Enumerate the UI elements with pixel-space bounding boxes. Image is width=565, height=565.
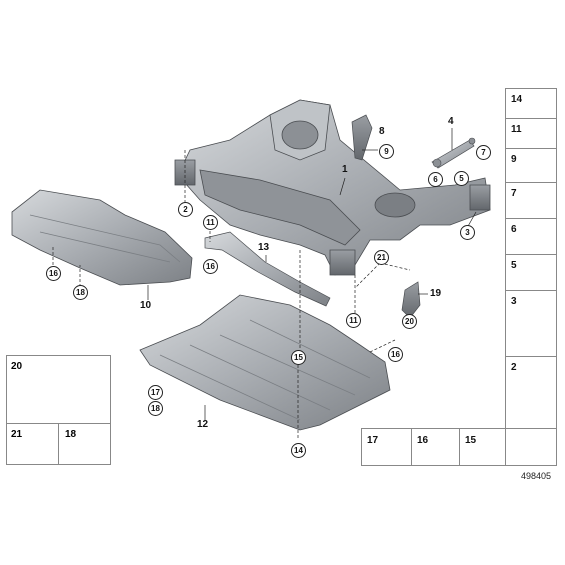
callout-13: 13 xyxy=(258,242,270,253)
right-panel-cell: 3 xyxy=(506,291,556,357)
callout-1: 1 xyxy=(342,164,348,175)
right-panel-cell: 14 xyxy=(506,89,556,119)
left-panel-top-cell: 20 xyxy=(7,356,110,424)
right-panel-cell: 2 xyxy=(506,357,556,433)
callout-19: 19 xyxy=(430,288,442,299)
callout-14: 14 xyxy=(291,443,306,458)
left-panel-bottom-right-cell: 18 xyxy=(59,424,110,464)
callout-9: 9 xyxy=(379,144,394,159)
right-panel-cell: 6 xyxy=(506,219,556,255)
left-panel-bottom-left-cell: 21 xyxy=(7,424,59,464)
diagram-code: 498405 xyxy=(520,471,551,481)
callout-11-upper: 11 xyxy=(203,215,218,230)
part-number-label: 20 xyxy=(11,361,23,372)
callout-16-center: 16 xyxy=(203,259,218,274)
callout-4: 4 xyxy=(448,116,454,127)
part-number-label: 18 xyxy=(65,429,77,440)
part-number-label: 15 xyxy=(465,435,477,446)
part-number-label: 7 xyxy=(511,188,517,199)
callout-3: 3 xyxy=(460,225,475,240)
subframe-part xyxy=(174,99,491,276)
part-number-label: 6 xyxy=(511,224,517,235)
part-number-label: 17 xyxy=(367,435,379,446)
part-number-label: 21 xyxy=(11,429,23,440)
callout-12: 12 xyxy=(197,419,209,430)
callout-21: 21 xyxy=(374,250,389,265)
callout-15: 15 xyxy=(291,350,306,365)
callout-11-lower: 11 xyxy=(346,313,361,328)
callout-18-center: 18 xyxy=(148,401,163,416)
right-panel-cell: 7 xyxy=(506,183,556,219)
callout-2: 2 xyxy=(178,202,193,217)
callout-18-left: 18 xyxy=(73,285,88,300)
right-panel-cell: 11 xyxy=(506,119,556,149)
callout-5: 5 xyxy=(454,171,469,186)
bottom-panel-cell: 17 xyxy=(362,429,412,465)
right-panel-cell: 5 xyxy=(506,255,556,291)
callout-10: 10 xyxy=(140,300,152,311)
part-number-label: 5 xyxy=(511,260,517,271)
callout-6: 6 xyxy=(428,172,443,187)
part-number-label: 9 xyxy=(511,154,517,165)
left-parts-panel: 20 21 18 xyxy=(6,355,111,465)
bottom-parts-panel: 17 16 15 xyxy=(361,428,557,466)
part-number-label: 16 xyxy=(417,435,429,446)
part-number-label: 2 xyxy=(511,362,517,373)
callout-16-left: 16 xyxy=(46,266,61,281)
bottom-panel-arrow-cell xyxy=(506,429,556,465)
right-panel-cell: 9 xyxy=(506,149,556,183)
part-number-label: 11 xyxy=(511,124,522,135)
bottom-panel-cell: 15 xyxy=(460,429,506,465)
part-number-label: 3 xyxy=(511,296,517,307)
right-parts-panel: 14 11 9 7 6 5 3 2 xyxy=(505,88,557,434)
callout-16-right: 16 xyxy=(388,347,403,362)
callout-7: 7 xyxy=(476,145,491,160)
bottom-panel-cell: 16 xyxy=(412,429,460,465)
callout-17: 17 xyxy=(148,385,163,400)
callout-20: 20 xyxy=(402,314,417,329)
part-number-label: 14 xyxy=(511,94,523,105)
callout-8: 8 xyxy=(379,126,385,137)
